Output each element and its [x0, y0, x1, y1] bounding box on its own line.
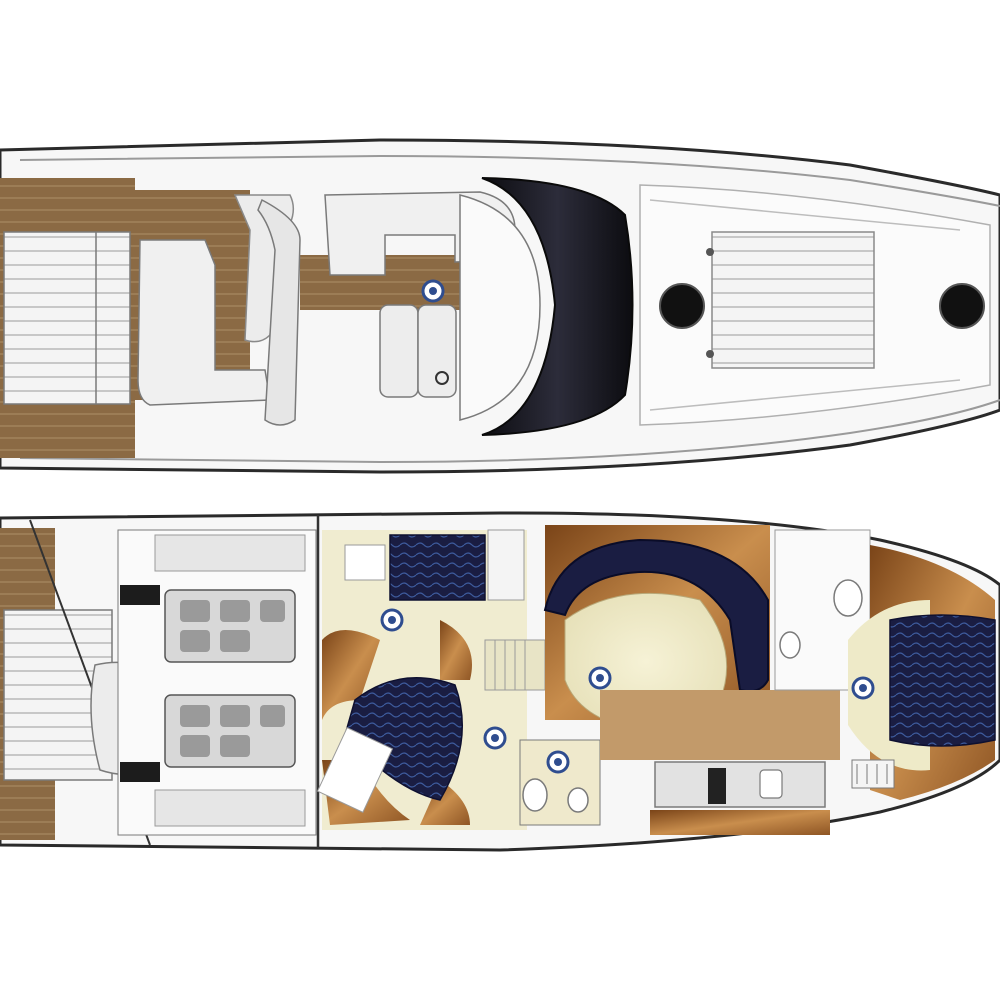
aft-cabin-woodwork	[322, 630, 380, 720]
toilet-icon	[833, 579, 863, 617]
windscreen	[481, 177, 634, 436]
saloon-sofa	[543, 538, 769, 693]
engine-icon	[164, 589, 296, 663]
steering-wheel-icon	[435, 371, 449, 385]
targa-arch	[257, 198, 301, 426]
berth-icon	[344, 676, 463, 801]
toilet-icon	[522, 778, 548, 812]
galley-floor	[600, 690, 840, 760]
lower-deck-plan	[0, 511, 1000, 852]
helm-console	[459, 194, 541, 421]
deck-plan	[0, 138, 1000, 474]
hatch-icon	[939, 283, 985, 329]
sunpad-aft	[3, 231, 131, 405]
helm-seat-left	[379, 304, 419, 398]
galley-counter	[654, 761, 826, 808]
sink-icon	[779, 631, 801, 659]
hatch-icon	[659, 283, 705, 329]
deck-side-rail	[19, 154, 1000, 464]
engine-icon	[164, 694, 296, 768]
helm-seat-right	[417, 304, 457, 398]
berth-icon	[389, 534, 486, 601]
engine-room	[117, 529, 317, 836]
sink-icon	[567, 787, 589, 813]
stairs-icon	[484, 639, 546, 691]
foredeck-sunpad	[711, 231, 875, 369]
cockpit-seating	[137, 239, 271, 406]
sink-icon	[759, 769, 783, 799]
berth-icon	[889, 614, 996, 747]
